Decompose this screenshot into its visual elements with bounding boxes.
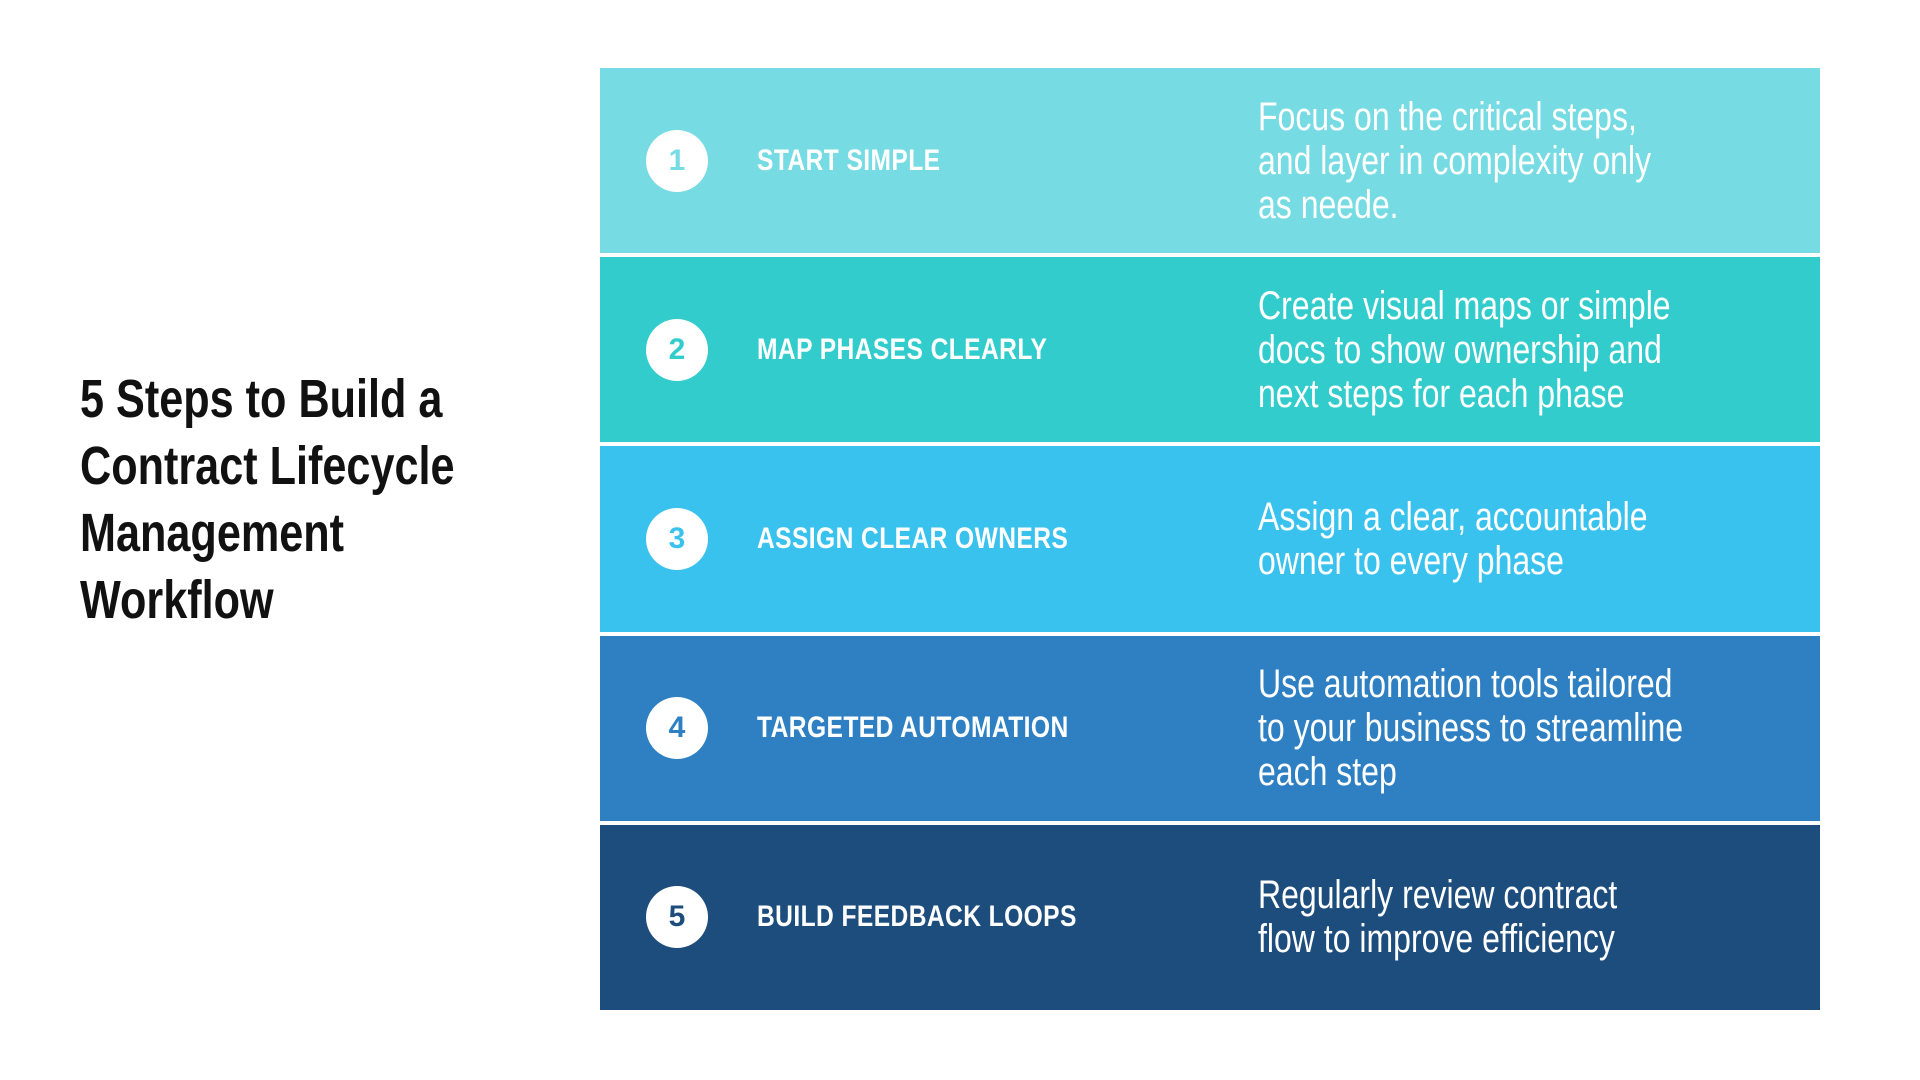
- step-description-line: docs to show ownership and: [1258, 327, 1662, 372]
- step-number-badge: 1: [646, 129, 708, 192]
- step-title: MAP PHASES CLEARLY: [757, 332, 1048, 366]
- main-title-line-2: Contract Lifecycle: [80, 436, 455, 496]
- step-number: 3: [668, 522, 686, 555]
- step-description-line: Regularly review contract: [1258, 873, 1618, 918]
- step-row-5: 5 BUILD FEEDBACK LOOPS Regularly review …: [600, 824, 1820, 1011]
- step-number-badge: 2: [646, 318, 708, 381]
- step-description: Assign a clear, accountable owner to eve…: [1258, 495, 1648, 583]
- main-title-line-4: Workflow: [80, 570, 274, 630]
- step-description-line: and layer in complexity only: [1258, 138, 1652, 183]
- step-description-line: Create visual maps or simple: [1258, 283, 1671, 328]
- step-title: TARGETED AUTOMATION: [757, 711, 1069, 745]
- step-row-4: 4 TARGETED AUTOMATION Use automation too…: [600, 635, 1820, 821]
- step-description: Create visual maps or simple docs to sho…: [1258, 284, 1671, 416]
- main-title-line-1: 5 Steps to Build a: [80, 369, 443, 429]
- step-number-badge: 5: [646, 886, 708, 949]
- step-description-line: owner to every phase: [1258, 539, 1564, 583]
- step-description-line: flow to improve efficiency: [1258, 917, 1615, 962]
- step-title: BUILD FEEDBACK LOOPS: [757, 900, 1077, 934]
- step-description-line: next steps for each phase: [1258, 371, 1625, 416]
- step-description-line: as neede.: [1258, 182, 1399, 227]
- step-number: 1: [668, 143, 686, 177]
- main-title-line-3: Management: [80, 503, 345, 563]
- step-description-line: to your business to streamline: [1258, 706, 1684, 751]
- step-description-line: Assign a clear, accountable: [1258, 495, 1648, 539]
- step-description-line: Use automation tools tailored: [1258, 662, 1673, 707]
- steps-table: 1 START SIMPLE Focus on the critical ste…: [600, 68, 1820, 1011]
- step-description: Use automation tools tailored to your bu…: [1258, 662, 1683, 794]
- step-number: 4: [668, 711, 686, 745]
- step-number-badge: 3: [646, 508, 708, 570]
- step-description: Focus on the critical steps, and layer i…: [1258, 95, 1651, 227]
- main-title: 5 Steps to Build a Contract Lifecycle Ma…: [80, 366, 455, 634]
- step-row-1: 1 START SIMPLE Focus on the critical ste…: [600, 68, 1820, 254]
- step-title: START SIMPLE: [757, 143, 941, 177]
- step-title: ASSIGN CLEAR OWNERS: [757, 522, 1069, 555]
- step-description: Regularly review contract flow to improv…: [1258, 873, 1617, 961]
- step-row-2: 2 MAP PHASES CLEARLY Create visual maps …: [600, 257, 1820, 443]
- step-number: 5: [668, 900, 686, 934]
- step-number-badge: 4: [646, 697, 708, 760]
- step-row-3: 3 ASSIGN CLEAR OWNERS Assign a clear, ac…: [600, 446, 1820, 632]
- step-description-line: each step: [1258, 750, 1397, 795]
- step-number: 2: [668, 332, 686, 366]
- step-description-line: Focus on the critical steps,: [1258, 94, 1637, 139]
